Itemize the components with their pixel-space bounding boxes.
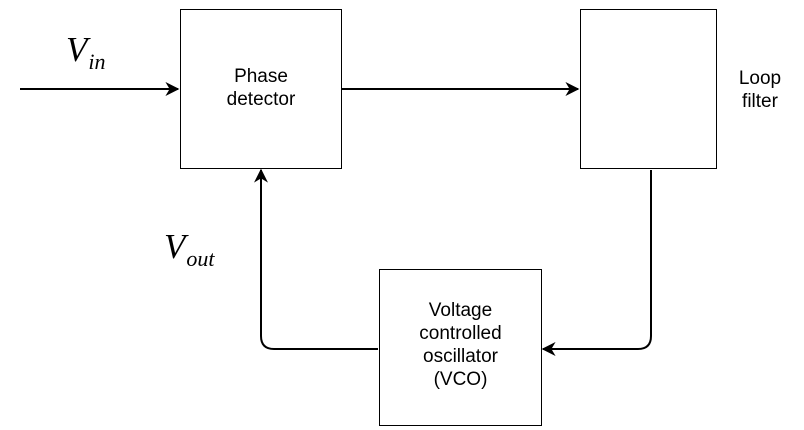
output-voltage-symbol: V bbox=[164, 227, 186, 266]
output-voltage-label: Vout bbox=[164, 227, 215, 271]
loop-filter-line-2: filter bbox=[742, 91, 778, 112]
vco-feedback-arrow bbox=[254, 168, 378, 350]
input-voltage-subscript: in bbox=[88, 49, 106, 74]
vco-block bbox=[379, 269, 542, 426]
vco-label: Voltage controlled oscillator (VCO) bbox=[379, 299, 542, 391]
phase-detector-label: Phase detector bbox=[180, 65, 342, 111]
output-voltage-subscript: out bbox=[186, 246, 215, 271]
vco-line-2: controlled bbox=[419, 323, 502, 344]
phase-detector-block bbox=[180, 9, 342, 169]
loop-filter-label: Loop filter bbox=[728, 67, 792, 113]
filter-to-vco-arrow bbox=[541, 170, 652, 356]
vco-line-1: Voltage bbox=[428, 300, 493, 321]
phase-detector-line-2: detector bbox=[226, 89, 296, 110]
loop-filter-block bbox=[580, 9, 717, 169]
input-voltage-label: Vin bbox=[66, 30, 106, 74]
input-voltage-symbol: V bbox=[66, 30, 88, 69]
phase-detector-line-1: Phase bbox=[234, 66, 288, 87]
loop-filter-line-1: Loop bbox=[738, 68, 782, 89]
vco-line-4: (VCO) bbox=[433, 369, 488, 390]
vco-line-3: oscillator bbox=[423, 346, 498, 367]
